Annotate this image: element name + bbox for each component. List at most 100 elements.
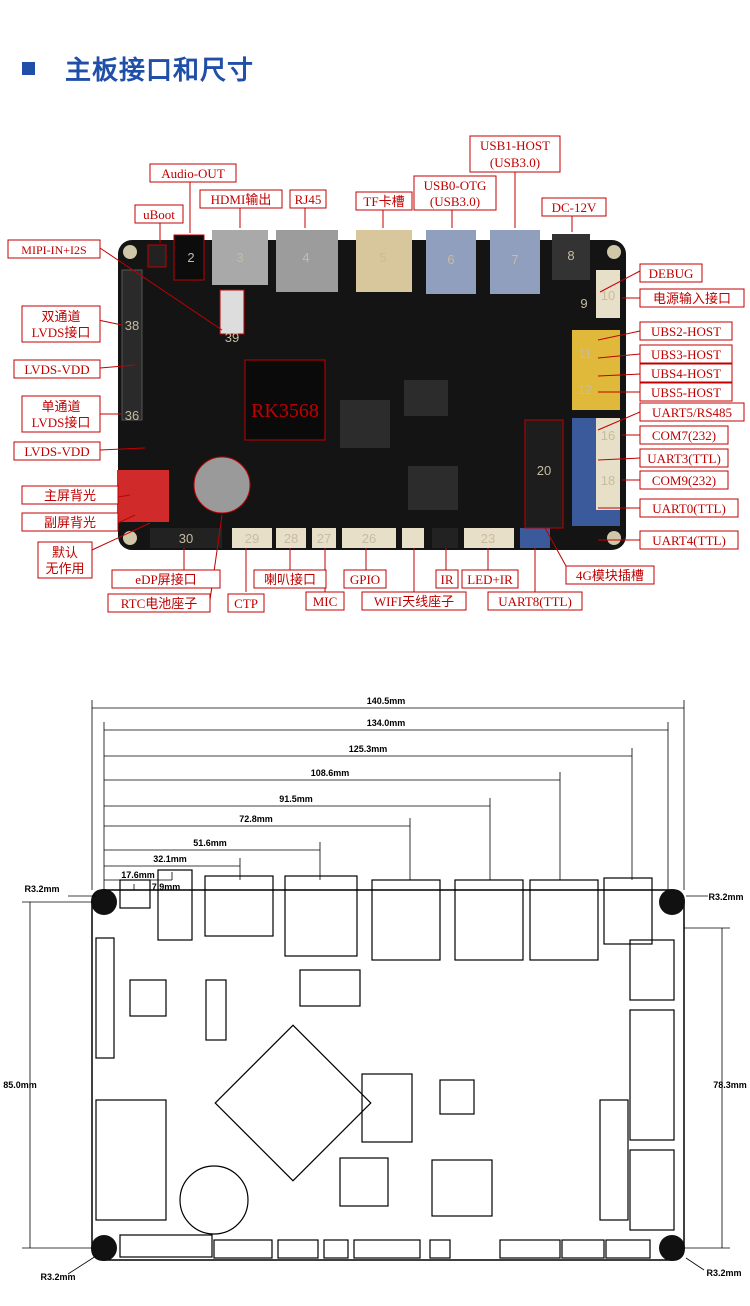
connector-number: 20 [537,463,551,478]
dim-32-1: 32.1mm [153,854,187,864]
label-default-2: 无作用 [45,561,84,576]
dc-jack [552,234,590,280]
lvds-header [121,269,143,421]
mount-hole-tl [123,245,137,259]
label-gpio: GPIO [350,572,380,587]
soc-heatsink [244,359,326,441]
dim-140-5: 140.5mm [367,696,406,706]
chip-label: RK3568 [251,400,319,422]
dim-108-6: 108.6mm [311,768,350,778]
ram-chip-2 [404,380,448,416]
outline-dc [603,877,653,945]
label-ubs4: UBS4-HOST [651,366,721,381]
dim-72-8: 72.8mm [239,814,273,824]
label-dual-lvds-1: 双通道 [41,309,80,324]
connector-number: 3 [236,250,243,265]
rj45-port [276,230,338,292]
debug-connector [596,270,620,318]
label-ctp: CTP [234,596,258,611]
dim-134-0: 134.0mm [367,718,406,728]
outline-usb-headers [629,1009,675,1141]
outline-speaker [277,1239,319,1259]
connector-number: 30 [179,531,193,546]
dim-17-6: 17.6mm [121,870,155,880]
label-com7: COM7(232) [652,428,716,443]
label-uart5: UART5/RS485 [652,405,732,420]
uboot-button [147,244,167,268]
outline-mic [323,1239,349,1259]
speaker-connector [276,528,306,548]
dim-85-0: 85.0mm [3,1080,37,1090]
dimension-lines [22,700,730,1275]
mount-hole-bl [91,1235,117,1261]
audio-jack [173,234,205,281]
outline-uart4 [605,1239,651,1259]
connector-number: 10 [601,288,615,303]
outline-led-ir [499,1239,561,1259]
mount-hole-tr [659,889,685,915]
connector-number: 2 [187,250,194,265]
label-dual-lvds-2: LVDS接口 [32,325,91,340]
label-uart0: UART0(TTL) [652,501,726,516]
title-bullet [22,62,35,75]
connector-number: 8 [567,248,574,263]
uart8-connector [520,528,550,548]
connector-number: 18 [601,473,615,488]
label-speaker: 喇叭接口 [264,572,316,587]
label-power-in: 电源输入接口 [653,291,731,306]
edp-header [150,528,222,548]
label-uart3: UART3(TTL) [647,451,721,466]
outline-edp [119,1234,213,1258]
label-edp: eDP屏接口 [135,572,196,587]
connector-number: 26 [362,531,376,546]
connector-number: 28 [284,531,298,546]
label-audio-out: Audio-OUT [161,166,225,181]
label-rtc: RTC电池座子 [121,596,198,611]
page-title: 主板接口和尺寸 [65,56,255,86]
label-uboot: uBoot [143,207,175,222]
radius-tr: R3.2mm [708,892,743,902]
dim-51-6: 51.6mm [193,838,227,848]
label-lvds-vdd-1: LVDS-VDD [24,362,89,377]
mount-hole-tr [607,245,621,259]
label-com9: COM9(232) [652,473,716,488]
radius-bl: R3.2mm [40,1272,75,1282]
label-dc: DC-12V [552,200,597,215]
label-rj45: RJ45 [295,192,322,207]
outline-soc [214,1024,372,1182]
ctp-connector [232,528,272,548]
usb1-port [490,230,540,294]
radius-tl: R3.2mm [24,884,59,894]
connector-number: 27 [317,531,331,546]
dim-78-3: 78.3mm [713,1080,747,1090]
mount-hole-tl [91,889,117,915]
dim-91-5: 91.5mm [279,794,313,804]
outline-pmic [431,1159,493,1217]
label-usb1-line2: (USB3.0) [490,155,540,170]
rtc-battery [193,456,251,514]
label-debug: DEBUG [649,266,694,281]
outline-hdmi [204,875,274,937]
outline-ic-1 [129,979,167,1017]
outline-tf [371,879,441,961]
label-sub-backlight: 副屏背光 [44,515,96,530]
led-ir-connector [464,528,514,548]
outline-lvds-header [95,937,115,1059]
mechanical-drawing: 140.5mm 134.0mm 125.3mm 108.6mm 91.5mm 7… [3,696,747,1282]
label-lvds-vdd-2: LVDS-VDD [24,444,89,459]
outline-mipi [205,979,227,1041]
board-outline [91,889,685,1261]
outline-backlight [95,1099,167,1221]
label-hdmi: HDMI输出 [211,192,272,207]
emmc-chip [408,466,458,510]
connector-number: 7 [511,252,518,267]
label-single-lvds-1: 单通道 [41,399,80,414]
section-title: 主板接口和尺寸 [22,50,254,87]
gpio-connector [342,528,396,548]
label-main-backlight: 主屏背光 [44,488,96,503]
dim-7-9: 7.9mm [152,882,181,892]
mount-hole-br [659,1235,685,1261]
connector-number: 36 [125,408,139,423]
outline-4g-slot [599,1099,629,1221]
connector-number: 5 [379,250,386,265]
